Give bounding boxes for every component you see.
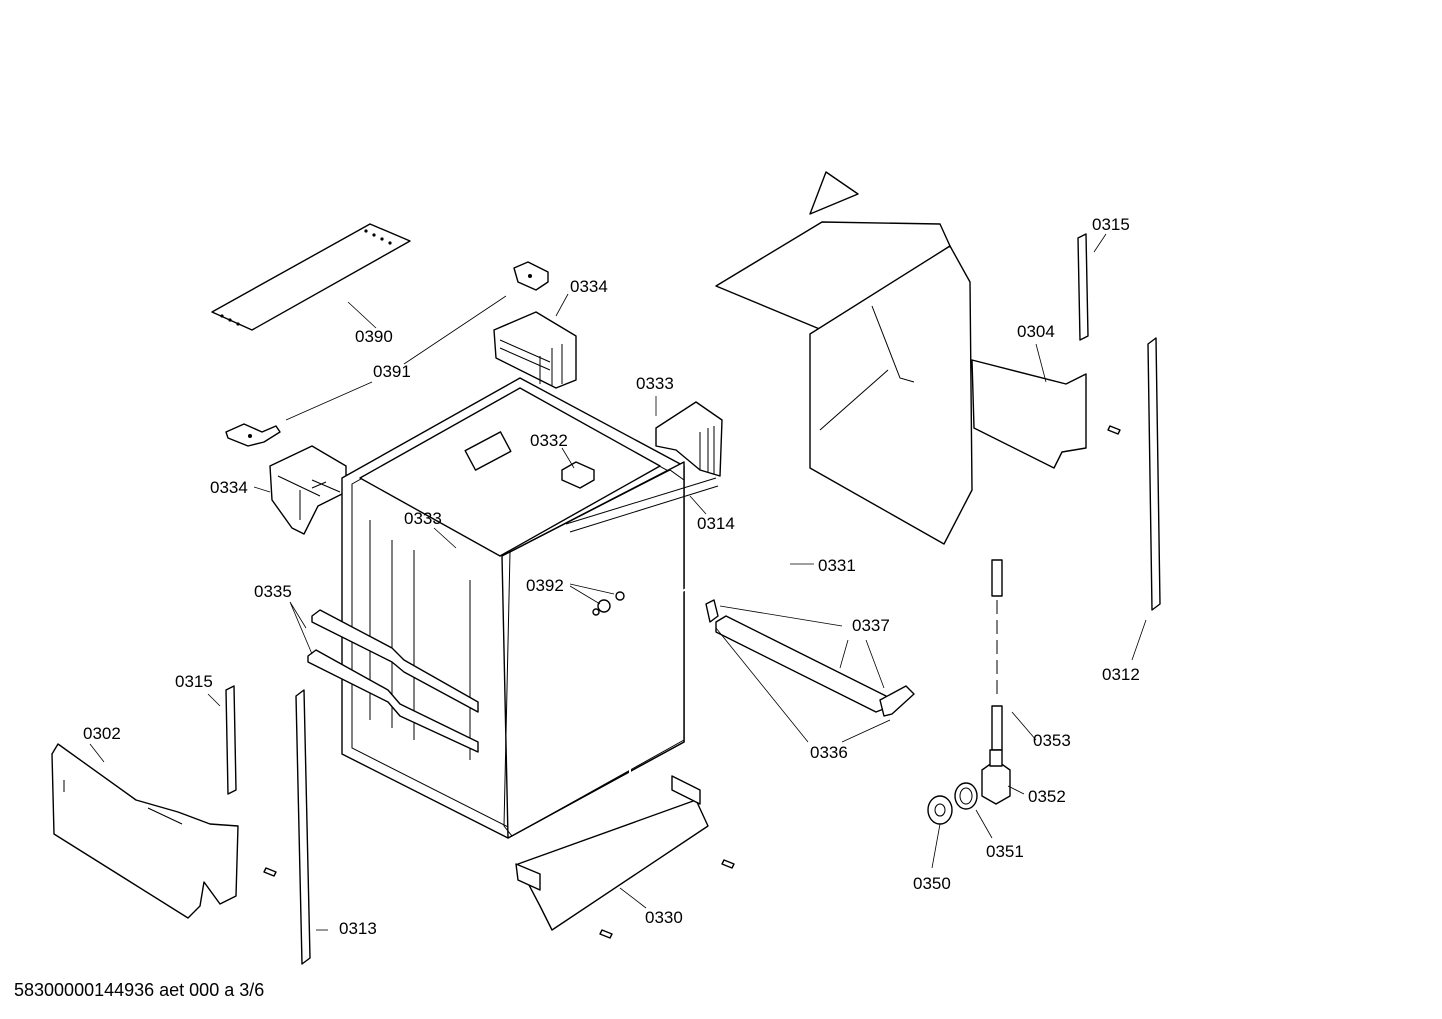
label-0333-left: 0333 <box>404 509 442 528</box>
part-0390-strip <box>211 223 411 331</box>
part-0391-bracket-left <box>225 423 281 447</box>
label-0312: 0312 <box>1102 665 1140 684</box>
part-0304-side-panel <box>715 171 1087 545</box>
label-0335: 0335 <box>254 582 292 601</box>
label-0330: 0330 <box>645 908 683 927</box>
part-0315-profile-right <box>1077 233 1089 341</box>
label-0352: 0352 <box>1028 787 1066 806</box>
part-0332-clip <box>561 461 595 489</box>
leader-lines <box>89 233 1147 931</box>
label-0315-left: 0315 <box>175 672 213 691</box>
part-0330-kickplate <box>515 775 709 931</box>
part-0391-bracket-top <box>513 261 549 291</box>
part-0313-strip <box>295 689 311 965</box>
part-tub <box>341 377 685 839</box>
label-0350: 0350 <box>913 874 951 893</box>
label-0351: 0351 <box>986 842 1024 861</box>
label-0334-left: 0334 <box>210 478 248 497</box>
part-0334-hinge-top <box>493 311 577 389</box>
label-0353: 0353 <box>1033 731 1071 750</box>
label-0336: 0336 <box>810 743 848 762</box>
label-0333-right: 0333 <box>636 374 674 393</box>
part-0353-hose <box>991 559 1003 751</box>
screw-icon <box>1107 425 1121 435</box>
part-0302-panel <box>51 743 239 919</box>
label-0332: 0332 <box>530 431 568 450</box>
screw-icon <box>721 859 735 869</box>
part-0312-strip <box>1147 337 1161 611</box>
part-0315-profile-left <box>225 685 237 795</box>
label-0315-right: 0315 <box>1092 215 1130 234</box>
label-0331: 0331 <box>818 556 856 575</box>
label-0314: 0314 <box>697 514 735 533</box>
label-0391: 0391 <box>373 362 411 381</box>
part-0392-fittings <box>592 591 625 616</box>
drawing-code: 58300000144936 aet 000 a 3/6 <box>14 980 265 1000</box>
part-0335-rail-lower <box>307 649 479 753</box>
part-0314-seal <box>565 477 719 533</box>
part-0335-rail-upper <box>311 609 479 713</box>
part-0334-hinge-left <box>269 445 347 535</box>
part-0351-ring <box>954 782 978 810</box>
label-0302: 0302 <box>83 724 121 743</box>
label-0313: 0313 <box>339 919 377 938</box>
part-0331-door-seal <box>629 538 787 870</box>
label-0337: 0337 <box>852 616 890 635</box>
label-0390: 0390 <box>355 327 393 346</box>
screw-icon <box>263 867 277 877</box>
label-0334-top: 0334 <box>570 277 608 296</box>
part-0333-cover-right <box>655 401 723 477</box>
label-0392: 0392 <box>526 576 564 595</box>
part-0350-cap <box>927 795 953 825</box>
part-0337-bar <box>705 599 915 717</box>
label-0304: 0304 <box>1017 322 1055 341</box>
screw-icon <box>599 929 613 939</box>
part-0352-valve <box>981 749 1011 805</box>
